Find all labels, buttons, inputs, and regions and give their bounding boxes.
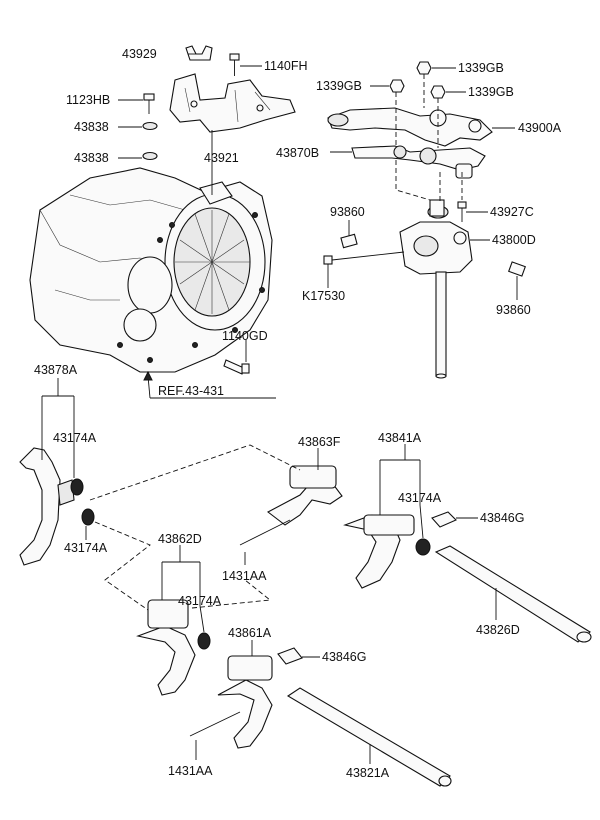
label-43929: 43929 xyxy=(122,47,157,61)
part-labels: 43929 1140FH 1123HB 43838 43838 43921 13… xyxy=(34,47,562,780)
label-43821A: 43821A xyxy=(346,766,390,780)
label-1431AA-2: 1431AA xyxy=(168,764,213,778)
label-ref-43-431: REF.43-431 xyxy=(158,384,224,398)
label-43800D: 43800D xyxy=(492,233,536,247)
label-1431AA-1: 1431AA xyxy=(222,569,267,583)
bolt-1140GD xyxy=(223,359,250,375)
nut-1339GB-left xyxy=(389,79,405,93)
clip-43929 xyxy=(185,45,213,61)
label-1123HB: 1123HB xyxy=(66,93,110,107)
detent-43846G-2 xyxy=(277,647,303,665)
label-43846G-1: 43846G xyxy=(480,511,524,525)
label-93860-left: 93860 xyxy=(330,205,365,219)
label-43862D: 43862D xyxy=(158,532,202,546)
fork-43863F xyxy=(239,465,343,546)
label-1339GB-right: 1339GB xyxy=(468,85,514,99)
nut-1339GB-top xyxy=(416,61,432,75)
rail-43821A xyxy=(286,687,452,787)
bracket-43921 xyxy=(169,73,296,133)
label-43863F: 43863F xyxy=(298,435,341,449)
fork-43878A xyxy=(19,447,75,566)
bolt-1123HB xyxy=(143,93,155,114)
label-43921: 43921 xyxy=(204,151,239,165)
label-43838-lower: 43838 xyxy=(74,151,109,165)
fork-43861A xyxy=(189,655,273,749)
label-1140FH: 1140FH xyxy=(264,59,308,73)
label-1339GB-top: 1339GB xyxy=(458,61,504,75)
sensor-93860-right xyxy=(508,261,526,277)
label-43900A: 43900A xyxy=(518,121,562,135)
label-43870B: 43870B xyxy=(276,146,319,160)
dashed-assembly-lines xyxy=(89,74,463,611)
fork-43862D xyxy=(136,599,196,696)
leader-lines xyxy=(41,53,518,764)
bolt-1140FH xyxy=(229,53,240,76)
label-43927C: 43927C xyxy=(490,205,534,219)
shoe-43174A-3 xyxy=(415,538,431,556)
shoe-43174A-1 xyxy=(70,478,84,496)
label-43174A-4: 43174A xyxy=(178,594,222,608)
lever-43870B xyxy=(351,145,486,179)
shift-lever-43900A xyxy=(327,107,493,147)
label-K17530: K17530 xyxy=(302,289,345,303)
label-1339GB-left: 1339GB xyxy=(316,79,362,93)
detent-43846G-1 xyxy=(431,511,457,528)
shift-control-43800D xyxy=(399,199,473,379)
shoe-43174A-4 xyxy=(197,632,211,650)
nut-1339GB-right xyxy=(430,85,446,99)
label-43841A: 43841A xyxy=(378,431,422,445)
label-43861A: 43861A xyxy=(228,626,272,640)
label-1140GD: 1140GD xyxy=(222,329,268,343)
sensor-93860-left xyxy=(340,233,358,249)
label-93860-right: 93860 xyxy=(496,303,531,317)
label-43838-upper: 43838 xyxy=(74,120,109,134)
pin-K17530 xyxy=(323,251,405,265)
fork-43841A xyxy=(343,514,415,589)
transaxle-housing xyxy=(29,167,273,373)
label-43846G-2: 43846G xyxy=(322,650,366,664)
washer-43838-upper xyxy=(142,121,158,131)
label-43878A: 43878A xyxy=(34,363,78,377)
rail-43826D xyxy=(434,545,592,643)
label-43174A-2: 43174A xyxy=(64,541,108,555)
label-43826D: 43826D xyxy=(476,623,520,637)
washer-43838-lower xyxy=(142,151,158,161)
bolt-43927C xyxy=(457,201,467,222)
label-43174A-3: 43174A xyxy=(398,491,442,505)
shoe-43174A-2 xyxy=(81,508,95,526)
label-43174A-1: 43174A xyxy=(53,431,97,445)
